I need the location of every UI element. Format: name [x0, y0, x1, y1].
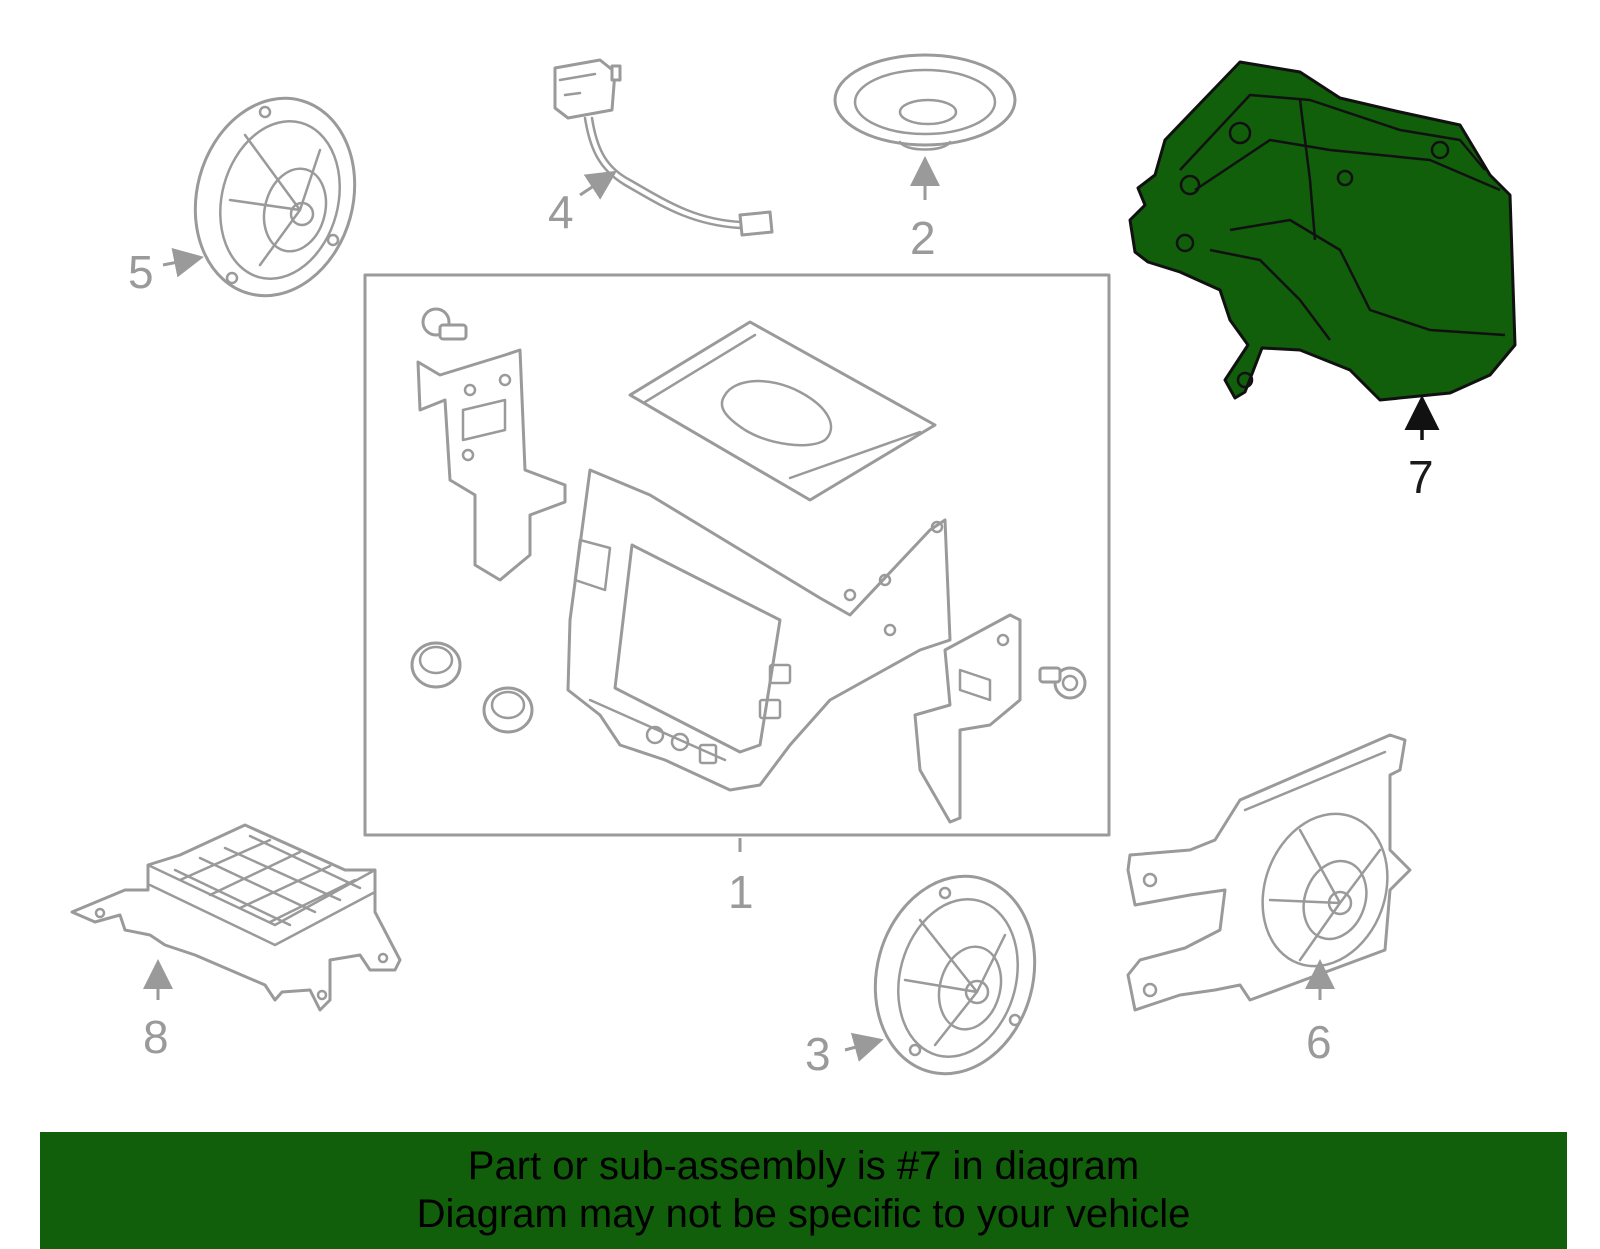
part-6-speaker-bracket[interactable] [1126, 733, 1412, 1012]
part-7-bracket-highlighted[interactable] [1128, 60, 1517, 402]
part-1-audio-unit-assembly[interactable] [363, 273, 1111, 837]
callout-4[interactable]: 4 [548, 186, 574, 238]
banner-line-disclaimer: Diagram may not be specific to your vehi… [416, 1192, 1191, 1236]
part-8-module[interactable] [70, 823, 402, 1012]
callout-7[interactable]: 7 [1408, 451, 1434, 503]
info-banner: Part or sub-assembly is #7 in diagram Di… [40, 1132, 1567, 1249]
leader-4 [579, 170, 618, 200]
leader-5 [162, 247, 204, 278]
callout-6[interactable]: 6 [1306, 1016, 1332, 1068]
part-3-speaker[interactable] [854, 858, 1056, 1092]
part-4-wire-harness[interactable] [553, 58, 774, 237]
part-5-speaker[interactable] [174, 80, 376, 314]
callout-8[interactable]: 8 [143, 1011, 169, 1063]
callout-5[interactable]: 5 [128, 246, 154, 298]
part-2-oval-speaker[interactable] [833, 53, 1017, 151]
callout-2[interactable]: 2 [910, 212, 936, 264]
callout-1[interactable]: 1 [728, 866, 754, 918]
banner-line-part-number: Part or sub-assembly is #7 in diagram [467, 1144, 1140, 1188]
leader-3 [844, 1032, 884, 1062]
callout-3[interactable]: 3 [805, 1028, 831, 1080]
